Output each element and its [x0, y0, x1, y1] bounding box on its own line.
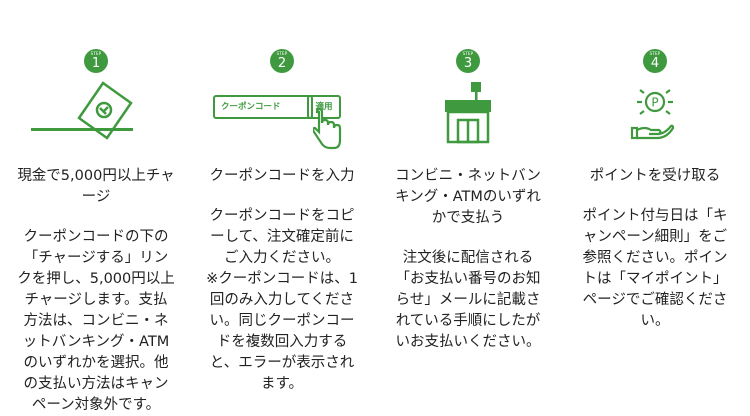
cash-card-insert-icon [31, 81, 133, 140]
step-description-line: 注文後に配信される [402, 250, 534, 266]
step-title-line: かで支払う [431, 210, 505, 226]
apply-button-illustration: 適用 [307, 95, 341, 119]
step-description-line: 「お支払い番号のお知 [395, 271, 541, 287]
step-title-line: 現金で5,000円以上チャ [17, 168, 175, 184]
step-title-line: クーポンコードを入力 [209, 168, 355, 184]
step-text: コンビニ・ネットバンキング・ATMのいずれかで支払う注文後に配信される「お支払い… [375, 166, 561, 353]
step-number: 2 [277, 56, 287, 71]
step-text: ポイントを受け取るポイント付与日は「キャンペーン細則」をご参照ください。ポイント… [562, 166, 748, 332]
step-description-line: ※クーポンコードは、1 [206, 271, 358, 287]
point-letter: P [651, 96, 658, 110]
step-description-line: ポイント付与日は「キ [582, 208, 728, 224]
step-description-line: ご入力ください。 [224, 250, 340, 266]
step-description-line: らせ」メールに記載さ [395, 292, 541, 308]
convenience-store-icon [445, 82, 491, 144]
step-description-line: チャージします。支払 [24, 292, 168, 308]
step-text: クーポンコードを入力クーポンコードをコピーして、注文確定前にご入力ください。 ※ク… [189, 166, 375, 395]
step-label: STEP [649, 51, 661, 56]
step-description-line: い。 [640, 313, 670, 329]
step-label: STEP [276, 51, 288, 56]
step-description-line: 「チャージする」リン [23, 250, 169, 266]
step-number: 4 [650, 56, 660, 71]
step-description-line: と、エラーが表示され [209, 355, 355, 371]
step-description-line: いお支払いください。 [395, 334, 541, 350]
step-description-line: れている手順にしたが [395, 313, 541, 329]
step-title: コンビニ・ネットバンキング・ATMのいずれかで支払う [375, 166, 561, 229]
step-description: 注文後に配信される「お支払い番号のお知らせ」メールに記載されている手順にしたがい… [375, 248, 561, 353]
step-description-line: クを押し、5,000円以上 [17, 271, 175, 287]
step-description-line: ます。 [260, 376, 304, 392]
step-description-line: クーポンコードの下の [23, 229, 169, 245]
step-description-line: クーポンコードをコピ [209, 208, 355, 224]
step-text: 現金で5,000円以上チャージクーポンコードの下の「チャージする」リンクを押し、… [3, 166, 189, 416]
receive-points-icon: P [630, 89, 675, 140]
step-title-line: ポイントを受け取る [589, 168, 721, 184]
step-title-line: キング・ATMのいずれ [395, 189, 541, 205]
step-description-line: トは「マイポイント」 [582, 271, 728, 287]
step-description-line: 回のみ入力してくださ [209, 292, 355, 308]
step-description-line: ドを複数回入力する [216, 334, 348, 350]
coupon-field-illustration: クーポンコード [213, 95, 313, 119]
step-number: 1 [91, 56, 101, 71]
step-number: 3 [463, 56, 473, 71]
step-title: ポイントを受け取る [562, 166, 748, 187]
step-description: クーポンコードの下の「チャージする」リンクを押し、5,000円以上チャージします… [3, 227, 189, 416]
step-description-line: ャンペーン細則」をご [582, 229, 728, 245]
step-title: 現金で5,000円以上チャージ [3, 166, 189, 208]
step-label: STEP [462, 51, 474, 56]
coupon-input-icon: クーポンコード 適用 [189, 78, 375, 150]
hand-pointer-icon [313, 108, 342, 150]
step-description-line: ーして、注文確定前に [210, 229, 354, 245]
step-description-line: 方法は、コンビニ・ネ [23, 313, 169, 329]
step-title: クーポンコードを入力 [189, 166, 375, 187]
step-description-line: ットバンキング・ATM [22, 334, 170, 350]
step-description-line: のいずれかを選択。他 [23, 355, 169, 371]
step-description: クーポンコードをコピーして、注文確定前にご入力ください。 ※クーポンコードは、1 回… [189, 206, 375, 395]
step-description: ポイント付与日は「キャンペーン細則」をご参照ください。ポイントは「マイポイント」… [562, 206, 748, 332]
step-description-line: 参照ください。ポイン [582, 250, 728, 266]
step-description-line: い。同じクーポンコー [209, 313, 355, 329]
step-description-line: の支払い方法はキャン [23, 376, 169, 392]
step-description-line: ペーン対象外です。 [31, 397, 161, 413]
step-title-line: ージ [81, 189, 111, 205]
step-title-line: コンビニ・ネットバン [395, 168, 541, 184]
step-description-line: ページでご確認くださ [582, 292, 728, 308]
step-label: STEP [90, 51, 102, 56]
